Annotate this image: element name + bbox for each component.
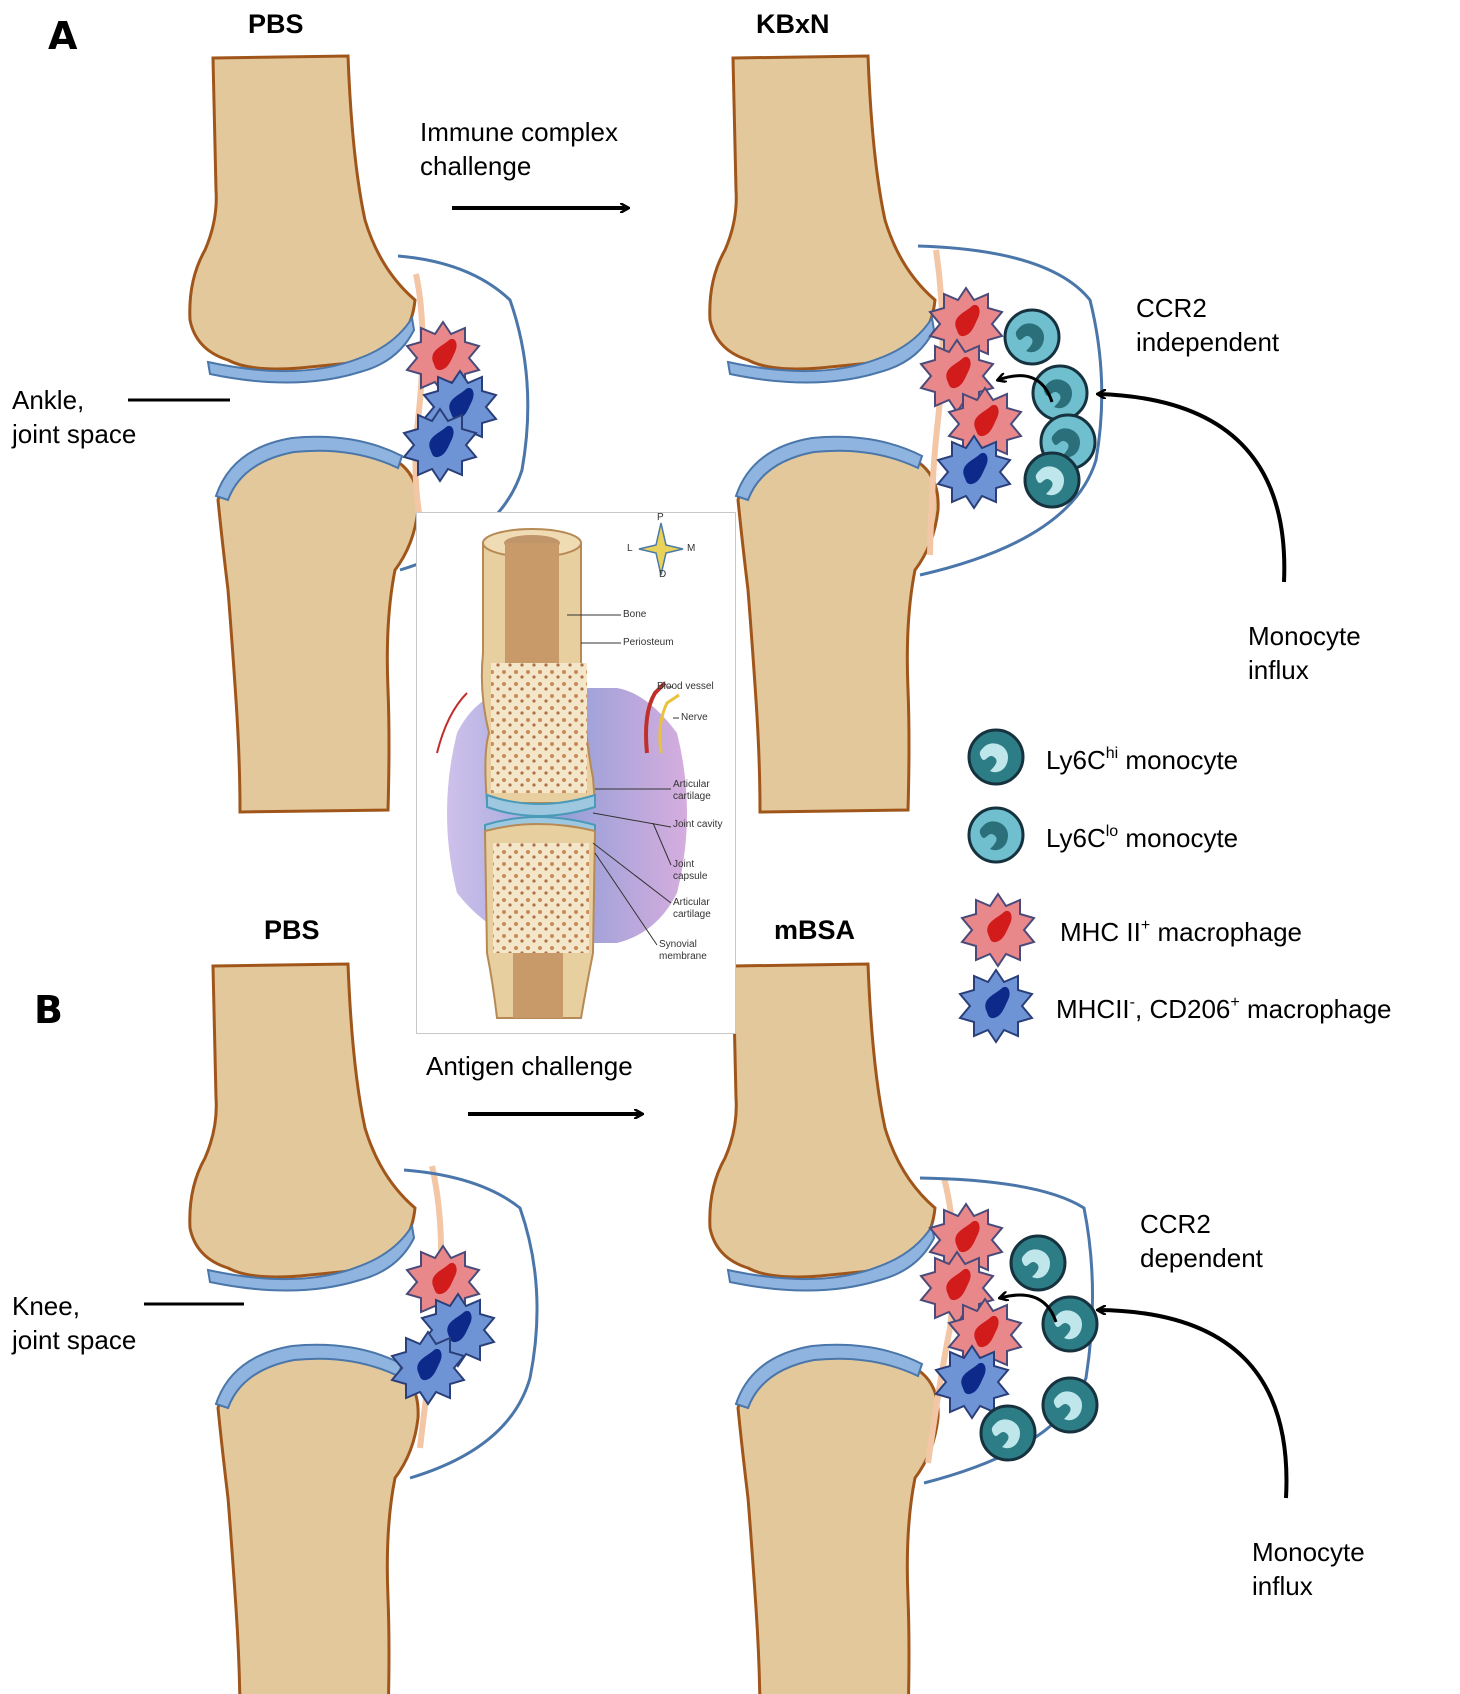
inset-label-nerve: Nerve — [681, 712, 708, 724]
ly6c-lo-monocyte — [1033, 366, 1087, 420]
ly6c-hi-monocyte — [1043, 1378, 1097, 1432]
inset-label-synovial-membrane: Synovial membrane — [659, 939, 721, 963]
panel-a-site-2: joint space — [12, 418, 136, 451]
panel-a-right-joint — [710, 56, 1102, 812]
ly6c-hi-monocyte — [1043, 1297, 1097, 1351]
panel-a-ccr2-2: independent — [1136, 326, 1279, 359]
legend-mhc-neg-icon — [960, 970, 1032, 1042]
ly6c-hi-monocyte — [981, 1406, 1035, 1460]
panel-b-left-title: PBS — [264, 914, 320, 947]
legend-ly6c-hi-icon — [969, 730, 1023, 784]
panel-b-letter: B — [34, 994, 63, 1027]
compass-m: M — [687, 543, 695, 555]
panel-a-site-1: Ankle, — [12, 384, 84, 417]
panel-b-site-2: joint space — [12, 1324, 136, 1357]
inset-label-articular-cartilage-lower: Articular cartilage — [673, 897, 733, 921]
panel-a-left-title: PBS — [248, 8, 304, 41]
inset-label-joint-cavity: Joint cavity — [673, 819, 723, 831]
legend-mhc-ii-pos: MHC II+ macrophage — [1060, 916, 1302, 949]
inset-label-blood-vessel: Blood vessel — [657, 681, 714, 693]
panel-b-influx-1: Monocyte — [1252, 1536, 1365, 1569]
compass-icon — [639, 523, 683, 575]
legend-ly6c-lo-icon — [969, 808, 1023, 862]
legend-ly6c-lo: Ly6Clo monocyte — [1046, 822, 1238, 855]
panel-b-ccr2-1: CCR2 — [1140, 1208, 1211, 1241]
legend-mhc-ii-neg: MHCII-, CD206+ macrophage — [1056, 993, 1392, 1026]
inset-label-periosteum: Periosteum — [623, 637, 674, 649]
inset-label-joint-capsule: Joint capsule — [673, 859, 723, 883]
inset-label-articular-cartilage: Articular cartilage — [673, 779, 733, 803]
legend-ly6c-hi: Ly6Chi monocyte — [1046, 744, 1238, 777]
panel-b-right-title: mBSA — [774, 914, 855, 947]
influx-arrow-a — [1098, 394, 1284, 582]
panel-a-right-title: KBxN — [756, 8, 830, 41]
anatomy-inset: P D L M Bone Periosteum Blood vessel Ner… — [416, 512, 736, 1034]
ly6c-hi-monocyte — [1011, 1236, 1065, 1290]
panel-a-influx-2: influx — [1248, 654, 1309, 687]
compass-p: P — [657, 512, 664, 524]
panel-a-arrow-label-2: challenge — [420, 150, 531, 183]
panel-b-influx-2: influx — [1252, 1570, 1313, 1603]
panel-a-influx-1: Monocyte — [1248, 620, 1361, 653]
panel-b-arrow-label: Antigen challenge — [426, 1050, 633, 1083]
panel-b-ccr2-2: dependent — [1140, 1242, 1263, 1275]
ly6c-lo-monocyte — [1005, 310, 1059, 364]
ly6c-hi-monocyte — [1025, 453, 1079, 507]
panel-a-letter: A — [48, 20, 77, 53]
panel-b-site-1: Knee, — [12, 1290, 80, 1323]
inset-label-bone: Bone — [623, 609, 646, 621]
legend-mhc-pos-icon — [962, 894, 1034, 966]
panel-a-ccr2-1: CCR2 — [1136, 292, 1207, 325]
synovial-membrane — [415, 274, 422, 520]
compass-d: D — [659, 569, 666, 581]
compass-l: L — [627, 543, 633, 555]
panel-a-arrow-label-1: Immune complex — [420, 116, 618, 149]
panel-b-right-joint — [710, 964, 1097, 1694]
influx-arrow-b — [1098, 1310, 1286, 1498]
